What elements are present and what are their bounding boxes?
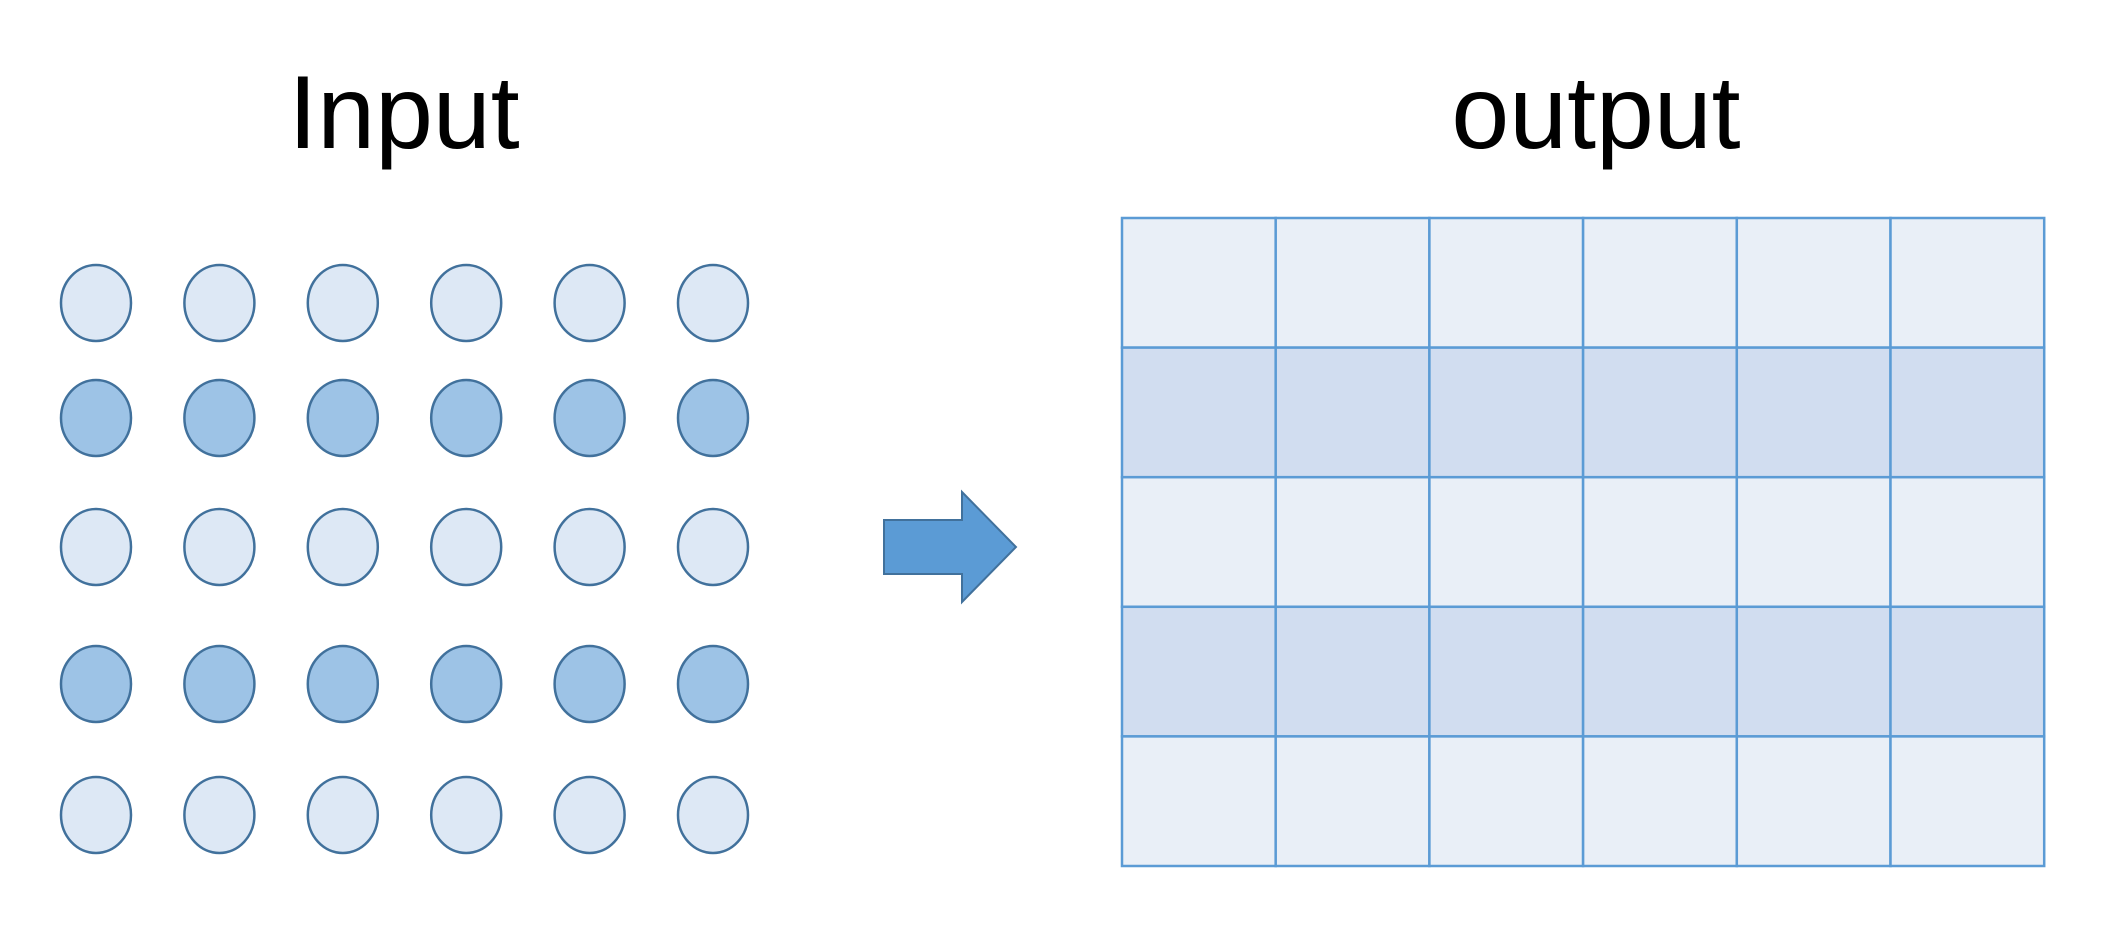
input-node-highlighted <box>183 378 256 458</box>
output-cell <box>1581 475 1739 609</box>
output-cell <box>1889 475 2046 609</box>
input-node-highlighted <box>553 378 626 458</box>
input-node <box>59 263 133 343</box>
output-cell <box>1889 735 2046 868</box>
input-node-highlighted <box>59 378 133 458</box>
input-circle-grid <box>59 263 750 855</box>
input-title: Input <box>288 55 520 171</box>
output-cell <box>1428 216 1585 349</box>
input-node <box>676 263 750 343</box>
output-cell <box>1274 216 1431 349</box>
input-node-highlighted <box>183 644 256 724</box>
output-cell <box>1120 475 1277 609</box>
output-cell <box>1120 216 1277 349</box>
output-cell-highlighted <box>1581 605 1739 738</box>
input-node <box>676 507 750 587</box>
output-cell <box>1428 475 1585 609</box>
output-cell-highlighted <box>1735 346 1892 479</box>
input-node <box>429 507 503 587</box>
output-cell <box>1735 475 1892 609</box>
output-cell <box>1889 216 2046 349</box>
input-node <box>429 775 503 855</box>
output-cell-highlighted <box>1428 605 1585 738</box>
input-node-highlighted <box>553 644 626 724</box>
output-cell-highlighted <box>1889 605 2046 738</box>
output-cell-highlighted <box>1581 346 1739 479</box>
input-node <box>183 507 256 587</box>
input-node-highlighted <box>306 378 380 458</box>
right-arrow-icon <box>883 489 1018 605</box>
output-cell-highlighted <box>1428 346 1585 479</box>
output-cell-highlighted <box>1735 605 1892 738</box>
input-node <box>306 263 380 343</box>
input-node <box>553 263 626 343</box>
input-node-highlighted <box>59 644 133 724</box>
output-cell-highlighted <box>1120 605 1277 738</box>
output-cell <box>1274 475 1431 609</box>
input-node <box>306 775 380 855</box>
input-node <box>59 775 133 855</box>
output-table-grid <box>1120 216 2046 868</box>
output-cell <box>1735 216 1892 349</box>
output-cell-highlighted <box>1274 346 1431 479</box>
output-cell <box>1735 735 1892 868</box>
output-cell <box>1581 216 1739 349</box>
input-node-highlighted <box>676 644 750 724</box>
input-node-highlighted <box>676 378 750 458</box>
input-node <box>183 263 256 343</box>
input-node <box>676 775 750 855</box>
output-cell-highlighted <box>1274 605 1431 738</box>
input-node-highlighted <box>429 378 503 458</box>
input-node-highlighted <box>429 644 503 724</box>
input-node <box>553 507 626 587</box>
output-cell <box>1581 735 1739 868</box>
input-node <box>183 775 256 855</box>
output-cell-highlighted <box>1889 346 2046 479</box>
output-cell <box>1274 735 1431 868</box>
output-cell-highlighted <box>1120 346 1277 479</box>
output-title: output <box>1451 55 1741 171</box>
output-cell <box>1428 735 1585 868</box>
input-node <box>306 507 380 587</box>
input-node <box>429 263 503 343</box>
input-node <box>59 507 133 587</box>
output-cell <box>1120 735 1277 868</box>
input-node-highlighted <box>306 644 380 724</box>
input-node <box>553 775 626 855</box>
